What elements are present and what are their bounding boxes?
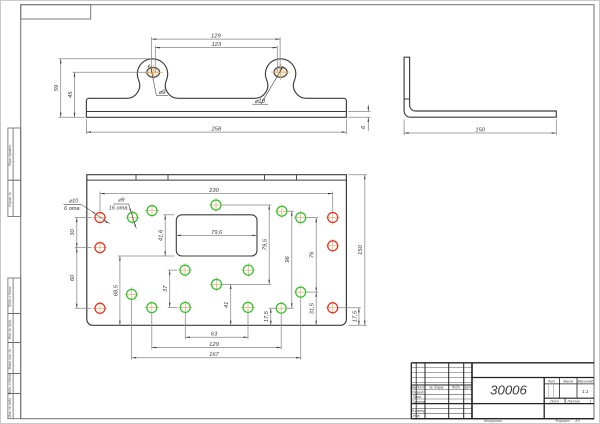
svg-text:68,5: 68,5 <box>113 284 119 296</box>
svg-text:Листов: Листов <box>566 400 580 404</box>
svg-text:Подп.: Подп. <box>452 385 461 389</box>
svg-text:Инв. № подл.: Инв. № подл. <box>8 397 12 418</box>
svg-text:230: 230 <box>208 188 219 194</box>
svg-text:60: 60 <box>70 274 76 281</box>
svg-text:Дата: Дата <box>462 385 472 389</box>
svg-text:Масса: Масса <box>563 379 573 383</box>
svg-text:31,5: 31,5 <box>310 302 316 314</box>
svg-text:А3: А3 <box>574 419 579 423</box>
svg-text:123: 123 <box>211 42 221 48</box>
svg-text:Справ. №: Справ. № <box>8 192 12 207</box>
svg-text:⌀9: ⌀9 <box>118 197 124 203</box>
svg-text:Лит.: Лит. <box>547 379 556 383</box>
svg-text:Перв. примен.: Перв. примен. <box>8 144 12 166</box>
svg-text:Инв. № дубл.: Инв. № дубл. <box>8 319 12 339</box>
svg-text:Взам. инв. №: Взам. инв. № <box>8 348 12 369</box>
svg-text:258: 258 <box>211 127 222 133</box>
svg-text:79,5: 79,5 <box>263 238 269 250</box>
svg-text:Лист: Лист <box>415 385 425 389</box>
svg-text:⌀10: ⌀10 <box>255 99 266 105</box>
svg-text:150: 150 <box>358 244 364 254</box>
svg-text:Т.контр.: Т.контр. <box>412 400 426 404</box>
svg-text:59: 59 <box>54 84 60 91</box>
svg-text:⌀10: ⌀10 <box>69 198 79 204</box>
svg-text:63: 63 <box>211 332 218 338</box>
svg-text:Утв.: Утв. <box>413 414 421 418</box>
svg-text:Лист: Лист <box>549 400 559 404</box>
svg-text:129: 129 <box>209 342 219 348</box>
svg-text:Изм.: Изм. <box>410 385 417 389</box>
svg-text:76: 76 <box>310 251 316 258</box>
svg-text:6: 6 <box>361 125 367 129</box>
svg-text:45: 45 <box>68 91 74 98</box>
svg-text:96: 96 <box>285 256 291 263</box>
svg-text:Подп. и дата: Подп. и дата <box>8 286 12 307</box>
svg-text:17,5: 17,5 <box>264 310 270 322</box>
svg-text:Пров.: Пров. <box>413 395 422 399</box>
svg-text:79,6: 79,6 <box>211 230 223 236</box>
svg-text:167: 167 <box>209 352 219 358</box>
svg-text:Копировал: Копировал <box>484 419 502 423</box>
svg-text:1: 1 <box>590 400 592 404</box>
svg-text:Подп. и дата: Подп. и дата <box>8 374 12 395</box>
svg-text:150: 150 <box>475 127 485 133</box>
svg-text:30006: 30006 <box>490 383 527 398</box>
svg-text:30: 30 <box>70 229 76 236</box>
svg-text:Формат: Формат <box>555 419 569 423</box>
svg-text:41: 41 <box>224 302 230 308</box>
svg-text:№ докум.: № докум. <box>429 385 444 389</box>
svg-text:Разраб.: Разраб. <box>412 391 424 395</box>
svg-text:6 отв.: 6 отв. <box>64 206 81 212</box>
svg-text:16 отв.: 16 отв. <box>109 206 129 212</box>
svg-text:41,6: 41,6 <box>159 229 165 241</box>
svg-text:37: 37 <box>163 285 169 292</box>
svg-text:⌀9: ⌀9 <box>159 90 167 96</box>
svg-text:17,5: 17,5 <box>352 310 358 322</box>
svg-text:129: 129 <box>211 34 221 40</box>
svg-text:Масштаб: Масштаб <box>578 379 594 383</box>
svg-text:Н.контр.: Н.контр. <box>412 409 426 413</box>
svg-text:1:1: 1:1 <box>582 389 589 394</box>
